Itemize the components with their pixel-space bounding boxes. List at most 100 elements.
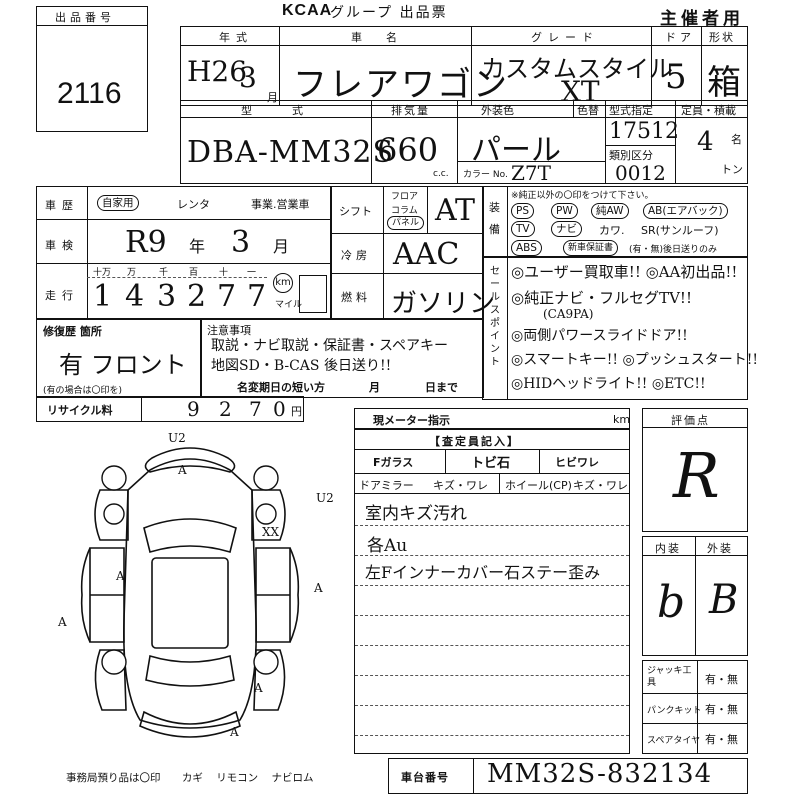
meter-section: 現メーター指示 km [354, 408, 630, 430]
damage-mark: A [313, 581, 323, 595]
inspector-comment: 各Au [367, 536, 408, 556]
puncture-kit-value: 有・無 [705, 703, 738, 716]
km-option: km [273, 273, 293, 293]
type-designation-label: 型式指定 [609, 104, 653, 117]
office-items-note: 事務局預り品は〇印 カギ リモコン ナビロム [66, 770, 314, 785]
doors-value: 5 [665, 57, 687, 97]
damage-mark: A [115, 569, 125, 583]
puncture-kit-label: パンクキット [647, 706, 702, 716]
grade-label: グレード [531, 31, 599, 44]
office-item-key: カギ [181, 772, 203, 784]
equipment-airbag: AB(エアバック) [643, 203, 728, 219]
type-designation-value: 17512 [609, 119, 679, 144]
displacement-label: 排気量 [391, 104, 430, 117]
name-change-month: 月 [369, 381, 380, 394]
damage-mark: A [229, 725, 239, 739]
displacement-unit: c.c. [433, 169, 449, 179]
notes-line-1: 取説・ナビ取説・保証書・スペアキー [211, 338, 449, 354]
sales-points-section: セールスポイント ◎ユーザー買取車!! ◎AA初出品!! ◎純正ナビ・フルセグT… [482, 256, 758, 400]
mileage-digit: 4 [125, 279, 145, 314]
rental-option: レンタ [177, 198, 210, 211]
vehicle-damage-diagram: U2 U2 A A A A A A XX [57, 431, 334, 739]
color-number-label: カラー No. [463, 170, 508, 180]
displacement-value: 660 [377, 131, 439, 169]
fuel-value: ガソリン [391, 289, 496, 319]
color-number-value: Z7T [511, 161, 551, 185]
name-change-day: 日まで [425, 381, 458, 394]
lot-number-label: 出品番号 [55, 11, 115, 24]
shift-floor-option: フロア [391, 192, 419, 202]
shape-label: 形状 [709, 31, 735, 44]
sales-point-line: ◎スマートキー!! ◎プッシュスタート!! [511, 352, 758, 368]
kcaa-logo: KCAA [282, 2, 333, 19]
sales-point-line: ◎純正ナビ・フルセグTV!! [511, 289, 692, 307]
mileage-digit: 2 [187, 279, 207, 314]
inspector-comment: 左Fインナーカバー石ステー歪み [365, 563, 601, 582]
jack-label: ジャッキ工具 [647, 666, 692, 688]
month-value: 3 [239, 61, 257, 94]
shift-section: シフト フロア コラム パネル AT 冷房 AAC 燃料 ガソリン [330, 186, 495, 320]
mileage-digit: 7 [247, 279, 267, 314]
recycle-digit: 2 [219, 397, 232, 421]
equipment-warranty-note: (有・無)後日送りのみ [629, 245, 718, 255]
wheel-value: キズ・ワレ [573, 479, 628, 492]
recycle-digit: 9 [187, 397, 200, 421]
sales-points-label: セールスポイント [490, 266, 500, 368]
model-label: 型式 [241, 104, 343, 117]
windshield-chip: トビ石 [471, 456, 511, 471]
shift-label: シフト [339, 205, 372, 218]
mileage-digit: 7 [217, 279, 237, 314]
capacity-value: 4 [697, 127, 714, 157]
vehicle-info-row: 年式 車名 グレード ドア 形状 H26 3 月 フレアワゴン カスタムスタイル… [180, 26, 748, 108]
equipment-tv: TV [511, 221, 535, 237]
mileage-digit: 1 [93, 279, 113, 314]
grade-value-2: XT [561, 75, 600, 108]
windshield-label: Fガラス [373, 456, 414, 469]
equipment-leather: カワ. [599, 224, 625, 237]
business-option: 事業.営業車 [251, 198, 310, 211]
sales-point-line: ◎HIDヘッドライト!! ◎ETC!! [511, 376, 706, 392]
equipment-navi: ナビ [551, 221, 582, 237]
door-mirror-value: キズ・ワレ [433, 479, 488, 492]
mileage-label: 走行 [45, 289, 79, 302]
spare-tire-label: スペアタイヤ [647, 736, 701, 746]
color-change-label: 色替 [577, 104, 599, 117]
damage-mark: U2 [316, 491, 334, 505]
damage-mark: XX [262, 525, 280, 539]
mile-option: マイル [275, 300, 303, 310]
year-label: 年式 [219, 31, 253, 44]
score-label: 評価点 [671, 414, 710, 427]
fuel-label: 燃料 [341, 291, 371, 304]
model-value: DBA-MM32S [187, 135, 395, 170]
chassis-number-section: 車台番号 MM32S-832134 [388, 758, 748, 794]
equipment-abs: ABS [511, 240, 542, 256]
exterior-color-value: パール [471, 133, 561, 168]
equipment-ps: PS [511, 203, 534, 219]
windshield-crack: ヒビワレ [555, 456, 599, 469]
name-change-label: 名変期日の短い方 [237, 381, 325, 394]
interior-exterior-section: 内装 外装 b B [642, 536, 748, 656]
sales-point-line: (CA9PA) [543, 307, 594, 321]
name-label: 車名 [351, 31, 421, 44]
equipment-warranty: 新車保証書 [563, 240, 619, 256]
meter-label: 現メーター指示 [373, 414, 450, 427]
inspection-month-label: 月 [273, 237, 290, 256]
capacity-label: 定員・積載 [681, 104, 736, 117]
month-unit: 月 [267, 91, 278, 104]
equipment-section: 装備 ※純正以外の〇印をつけて下さい。 PS PW 純AW AB(エアバック) … [482, 186, 748, 258]
ac-label: 冷房 [341, 249, 371, 262]
lot-number-box: 出品番号 2116 [36, 6, 148, 132]
equipment-sunroof: SR(サンルーフ) [641, 224, 719, 237]
equipment-label: 装備 [489, 201, 500, 236]
recycle-unit: 円 [291, 405, 302, 418]
mileage-digits: 1 4 3 2 7 7 [89, 277, 275, 321]
history-section: 車歴 自家用 レンタ 事業.営業車 車検 R9 年 3 月 走行 十万 万 千 … [36, 186, 332, 320]
office-item-navi-rom: ナビロム [271, 772, 314, 784]
classification-label: 類別区分 [609, 149, 653, 162]
recycle-section: リサイクル料 9 2 7 0 円 [36, 396, 304, 422]
damage-mark: A [177, 463, 187, 477]
recycle-label: リサイクル料 [47, 404, 113, 417]
form-title: グループ 出品票 [330, 5, 448, 21]
repair-value: 有 フロント [59, 351, 187, 379]
repair-label: 修復歴 箇所 [43, 325, 102, 338]
